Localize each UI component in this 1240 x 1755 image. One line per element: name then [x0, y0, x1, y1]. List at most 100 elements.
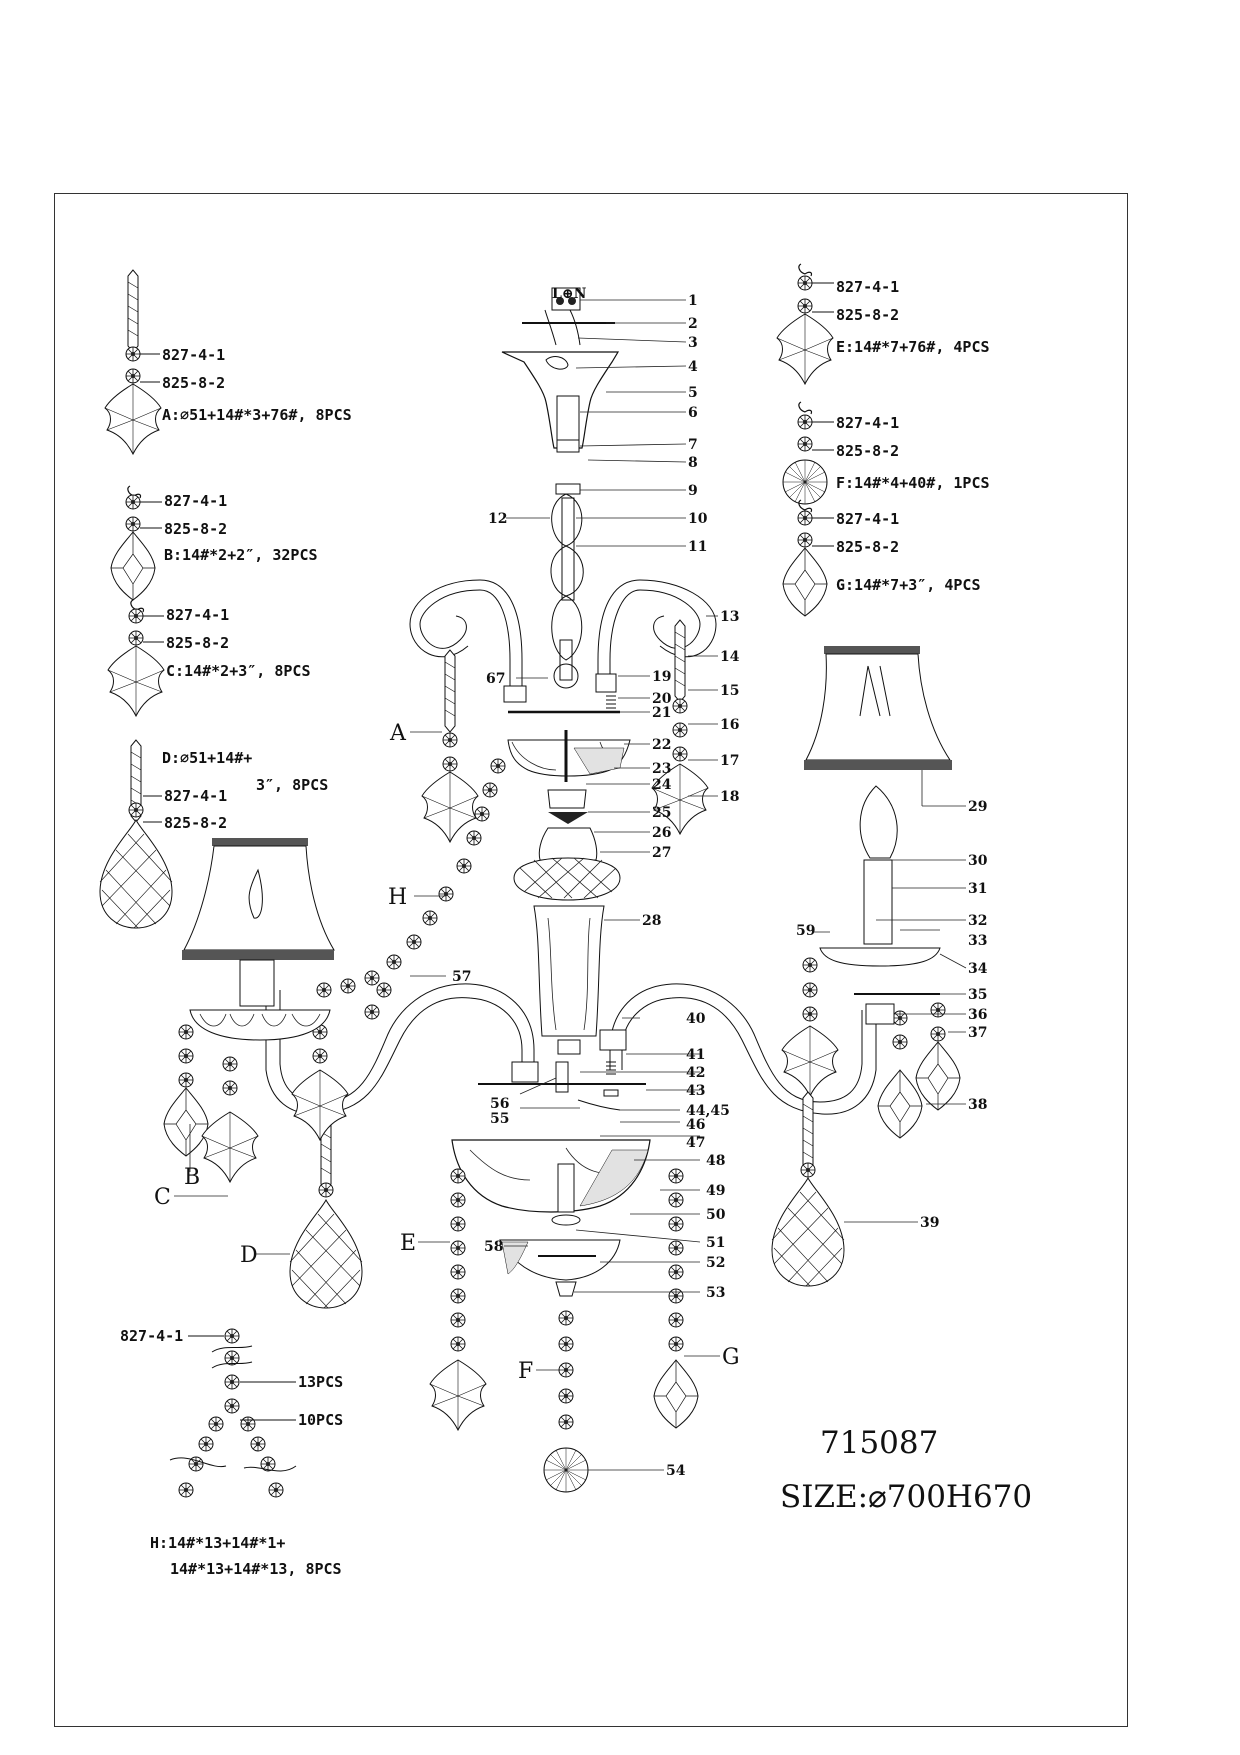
spec-b-code-1: 827-4-1 — [164, 492, 227, 510]
part-14: 14 — [720, 649, 740, 665]
part-40: 40 — [686, 1011, 706, 1027]
part-58: 58 — [484, 1239, 503, 1255]
spec-g-text: G:14#*7+3″, 4PCS — [836, 576, 981, 594]
part-31: 31 — [968, 881, 987, 897]
part-34: 34 — [968, 961, 988, 977]
spec-b-code-2: 825-8-2 — [164, 520, 227, 538]
h-detail-count-mid: 10PCS — [298, 1411, 343, 1429]
spec-e-text: E:14#*7+76#, 4PCS — [836, 338, 990, 356]
spec-d-text-line1: D:⌀51+14#+ — [162, 749, 252, 767]
h-detail-text-line2: 14#*13+14#*13, 8PCS — [170, 1560, 342, 1578]
leader-lines — [174, 299, 967, 1471]
part-24: 24 — [652, 777, 672, 793]
h-detail-count-top: 13PCS — [298, 1373, 343, 1391]
chandelier-body — [265, 287, 877, 1297]
part-number-labels: 1 2 3 4 5 6 7 8 9 10 11 12 13 14 15 16 1… — [452, 293, 988, 1479]
left-lampshade — [182, 838, 335, 1041]
spec-g-code-2: 825-8-2 — [836, 538, 899, 556]
part-7: 7 — [688, 437, 698, 453]
part-3: 3 — [688, 335, 698, 351]
spec-e-code-2: 825-8-2 — [836, 306, 899, 324]
part-2: 2 — [688, 316, 698, 332]
part-1: 1 — [688, 293, 698, 309]
part-4: 4 — [688, 359, 698, 375]
callout-d: D — [240, 1243, 258, 1268]
part-50: 50 — [706, 1207, 726, 1223]
part-55: 55 — [490, 1111, 509, 1127]
part-6: 6 — [688, 405, 698, 421]
spec-a-code-2: 825-8-2 — [162, 374, 225, 392]
part-32: 32 — [968, 913, 987, 929]
callout-e: E — [400, 1231, 416, 1256]
spec-g — [782, 499, 834, 617]
callout-f: F — [518, 1359, 533, 1384]
spec-d-code-2: 825-8-2 — [164, 814, 227, 832]
part-11: 11 — [688, 539, 707, 555]
part-33: 33 — [968, 933, 987, 949]
part-36: 36 — [968, 1007, 987, 1023]
part-49: 49 — [706, 1183, 725, 1199]
right-lampshade — [804, 646, 952, 1025]
h-detail-text-line1: H:14#*13+14#*1+ — [150, 1534, 285, 1552]
spec-d-text-line2: 3″, 8PCS — [256, 776, 328, 794]
part-51: 51 — [706, 1235, 725, 1251]
part-47: 47 — [686, 1135, 705, 1151]
part-17: 17 — [720, 753, 739, 769]
part-37: 37 — [968, 1025, 987, 1041]
part-44-45: 44,45 — [686, 1103, 730, 1119]
part-19: 19 — [652, 669, 671, 685]
spec-a-text: A:⌀51+14#*3+76#, 8PCS — [162, 406, 352, 424]
part-28: 28 — [642, 913, 661, 929]
part-10: 10 — [688, 511, 708, 527]
callout-c: C — [154, 1185, 171, 1210]
part-41: 41 — [686, 1047, 705, 1063]
part-9: 9 — [688, 483, 698, 499]
h-swag-detail — [169, 1328, 297, 1498]
part-57: 57 — [452, 969, 471, 985]
part-25: 25 — [652, 805, 671, 821]
spec-e-code-1: 827-4-1 — [836, 278, 899, 296]
part-59: 59 — [796, 923, 815, 939]
part-20: 20 — [652, 691, 672, 707]
part-18: 18 — [720, 789, 739, 805]
part-46: 46 — [686, 1117, 705, 1133]
part-54: 54 — [666, 1463, 686, 1479]
spec-g-code-1: 827-4-1 — [836, 510, 899, 528]
spec-f-code-2: 825-8-2 — [836, 442, 899, 460]
part-67: 67 — [486, 671, 505, 687]
h-detail-code: 827-4-1 — [120, 1327, 183, 1345]
part-21: 21 — [652, 705, 671, 721]
spec-f-code-1: 827-4-1 — [836, 414, 899, 432]
part-52: 52 — [706, 1255, 725, 1271]
part-15: 15 — [720, 683, 739, 699]
part-27: 27 — [652, 845, 671, 861]
drawing-frame — [54, 193, 1128, 1727]
size-label: SIZE:⌀700H670 — [780, 1479, 1032, 1515]
spec-c — [107, 599, 165, 717]
part-8: 8 — [688, 455, 698, 471]
part-23: 23 — [652, 761, 671, 777]
part-38: 38 — [968, 1097, 987, 1113]
spec-b-text: B:14#*2+2″, 32PCS — [164, 546, 318, 564]
spec-e — [776, 263, 834, 385]
spec-c-code-2: 825-8-2 — [166, 634, 229, 652]
model-number: 715087 — [820, 1425, 938, 1461]
callout-g: G — [722, 1345, 740, 1370]
part-5: 5 — [688, 385, 698, 401]
spec-d — [99, 739, 173, 929]
part-13: 13 — [720, 609, 739, 625]
part-48: 48 — [706, 1153, 725, 1169]
spec-d-code-1: 827-4-1 — [164, 787, 227, 805]
letter-callouts: A B C D E F G H — [154, 721, 740, 1384]
part-30: 30 — [968, 853, 988, 869]
part-12: 12 — [488, 511, 507, 527]
part-26: 26 — [652, 825, 671, 841]
spec-a — [104, 269, 162, 455]
part-42: 42 — [686, 1065, 705, 1081]
spec-a-code-1: 827-4-1 — [162, 346, 225, 364]
part-53: 53 — [706, 1285, 725, 1301]
callout-b: B — [184, 1165, 200, 1190]
spec-f-text: F:14#*4+40#, 1PCS — [836, 474, 990, 492]
callout-a: A — [389, 721, 407, 746]
